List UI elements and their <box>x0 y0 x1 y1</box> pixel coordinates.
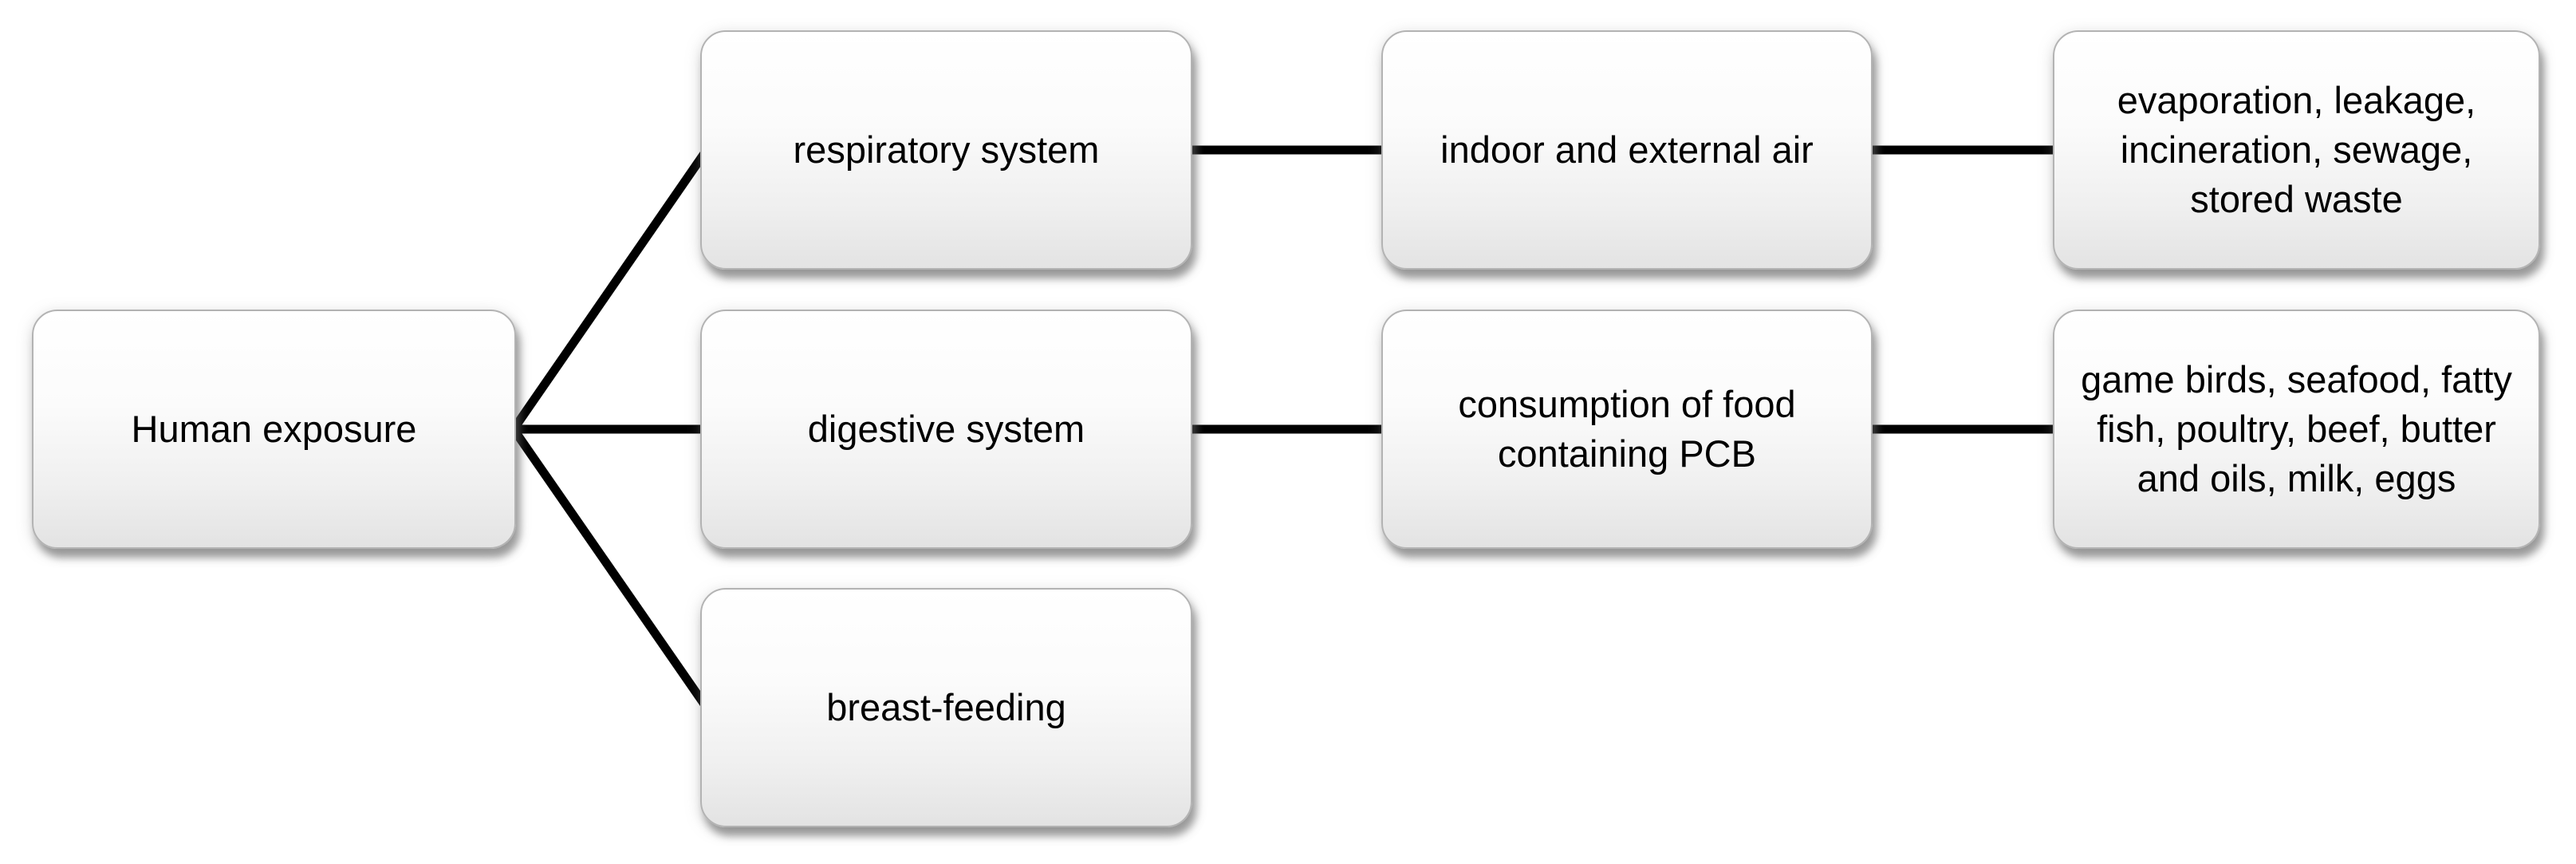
node-digestive-system-label: digestive system <box>807 407 1085 450</box>
node-air-sources-label: evaporation, leakage, incineration, sewa… <box>2117 78 2476 221</box>
connector-root-respiratory <box>510 147 711 432</box>
node-respiratory-system: respiratory system <box>700 30 1192 270</box>
node-air-sources: evaporation, leakage, incineration, sewa… <box>2053 30 2540 270</box>
node-indoor-external-air-label: indoor and external air <box>1440 128 1814 171</box>
node-indoor-external-air: indoor and external air <box>1381 30 1873 270</box>
node-breast-feeding: breast-feeding <box>700 588 1192 827</box>
node-food-containing-pcb-label: consumption of food containing PCB <box>1458 382 1796 475</box>
node-human-exposure-label: Human exposure <box>131 407 417 450</box>
connector-root-breastfeeding <box>510 426 711 711</box>
node-food-containing-pcb: consumption of food containing PCB <box>1381 310 1873 549</box>
node-human-exposure: Human exposure <box>32 310 516 549</box>
node-digestive-system: digestive system <box>700 310 1192 549</box>
node-food-sources-label: game birds, seafood, fatty fish, poultry… <box>2081 357 2512 500</box>
node-breast-feeding-label: breast-feeding <box>826 685 1066 728</box>
node-food-sources: game birds, seafood, fatty fish, poultry… <box>2053 310 2540 549</box>
node-respiratory-system-label: respiratory system <box>793 128 1100 171</box>
